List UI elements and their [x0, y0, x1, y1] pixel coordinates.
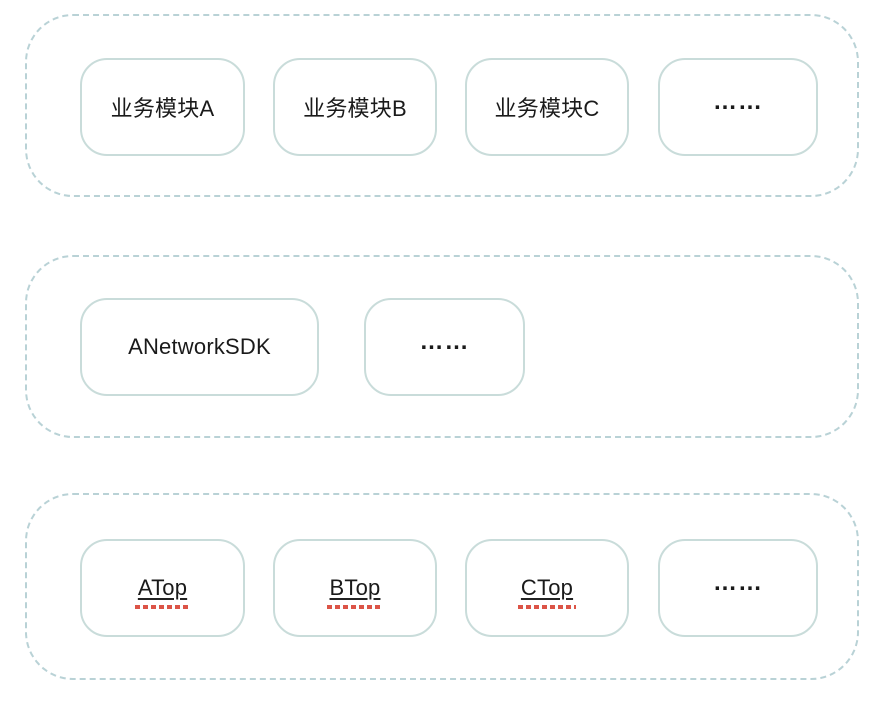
layer-network-sdk: ANetworkSDK …… — [25, 255, 859, 438]
business-module-c-box: 业务模块C — [465, 58, 629, 156]
box-label-spellchecked: BTop — [326, 575, 384, 609]
top-implementations-more-box: …… — [658, 539, 818, 637]
business-modules-more-box: …… — [658, 58, 818, 156]
layer-top-implementations: ATop BTop CTop …… — [25, 493, 859, 680]
ellipsis-label: …… — [419, 328, 470, 355]
layer-business-modules: 业务模块A 业务模块B 业务模块C …… — [25, 14, 859, 197]
anetworksdk-box: ANetworkSDK — [80, 298, 319, 396]
ellipsis-label: …… — [713, 569, 763, 596]
box-label-spellchecked: CTop — [517, 575, 577, 609]
business-module-a-box: 业务模块A — [80, 58, 245, 156]
ellipsis-label: …… — [713, 88, 763, 115]
network-sdk-more-box: …… — [364, 298, 525, 396]
box-label-spellchecked: ATop — [134, 575, 191, 609]
box-label: ANetworkSDK — [128, 334, 271, 359]
ctop-box: CTop — [465, 539, 629, 637]
business-module-b-box: 业务模块B — [273, 58, 437, 156]
box-label: 业务模块B — [303, 96, 407, 121]
atop-box: ATop — [80, 539, 245, 637]
btop-box: BTop — [273, 539, 437, 637]
box-label: 业务模块C — [494, 96, 600, 121]
box-label: 业务模块A — [110, 96, 215, 121]
